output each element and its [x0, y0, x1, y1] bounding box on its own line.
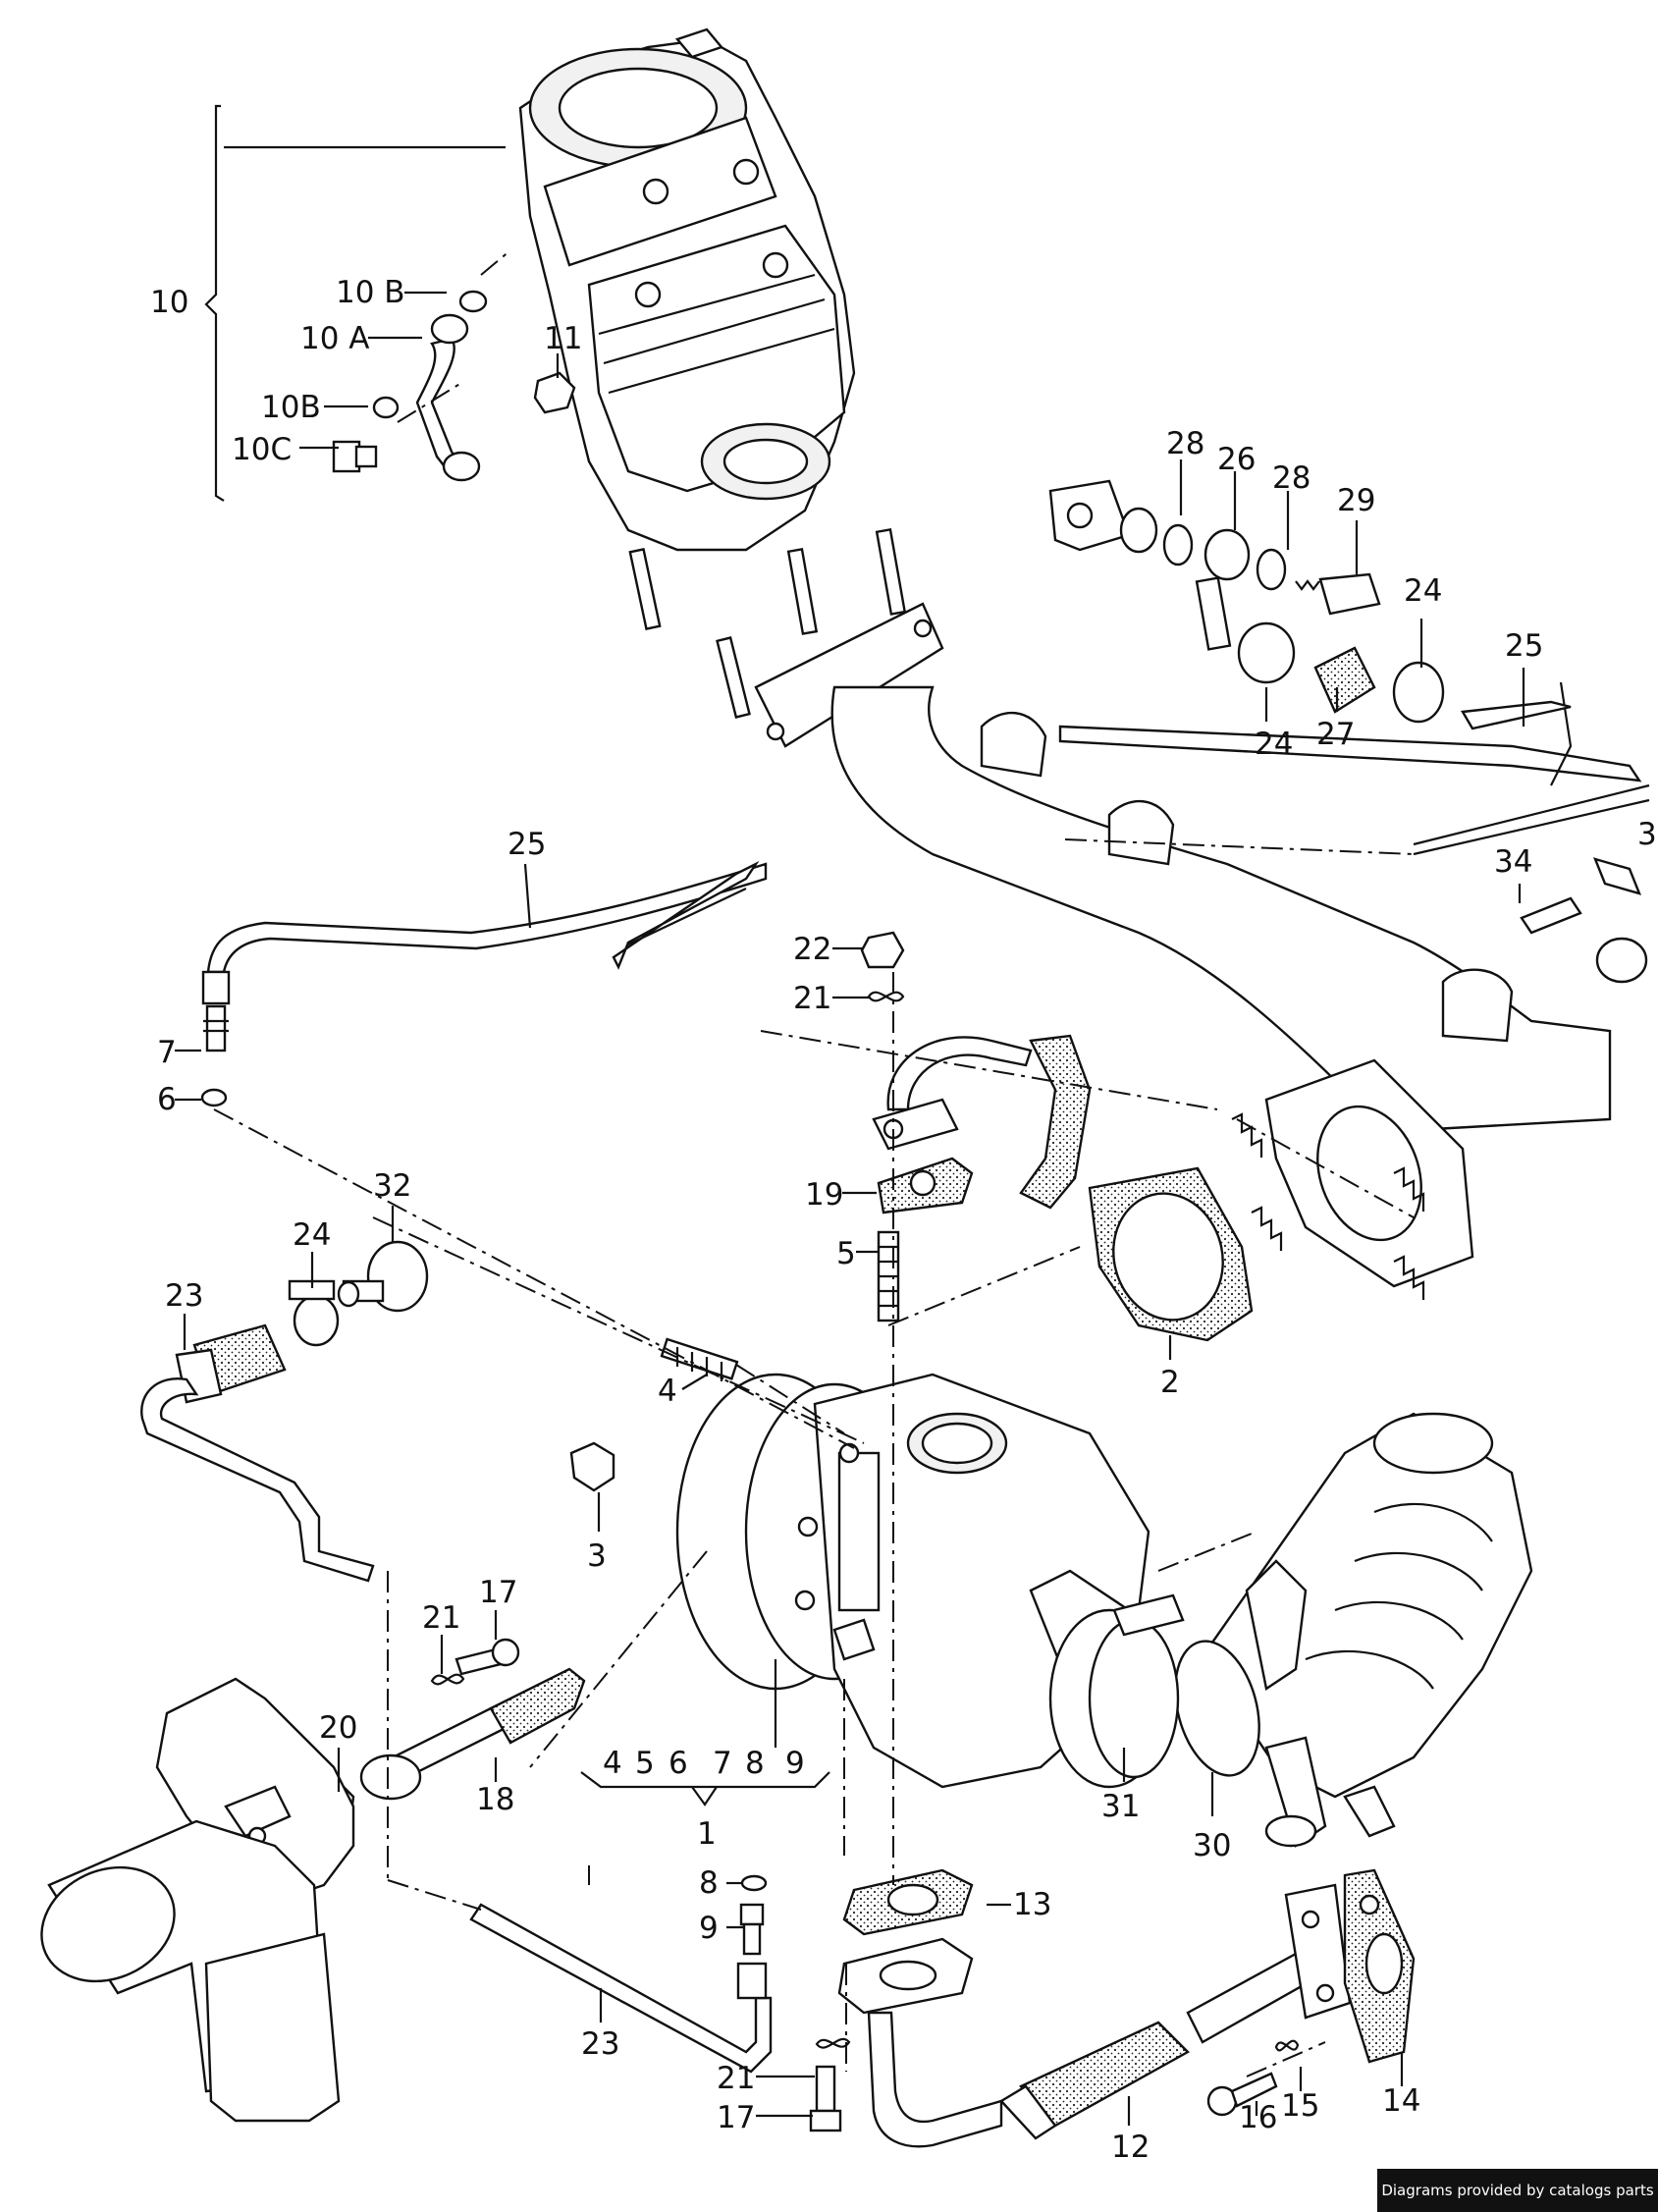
callout-14: 14	[1382, 2083, 1420, 2119]
oil-return-line	[872, 1034, 1092, 1210]
callout-24-c: 24	[293, 1217, 331, 1253]
hose-18	[359, 1667, 586, 1801]
gasket-19	[877, 1157, 974, 1214]
lock-plate-21	[867, 991, 905, 1002]
alignment-lines	[213, 249, 1415, 2077]
coolant-pipe-25-right	[1058, 681, 1650, 856]
callout-23-a: 23	[165, 1278, 203, 1314]
turbocharger-assembly-top	[518, 27, 944, 748]
bolt-17-bottom	[809, 2065, 842, 2132]
oil-filter-housing	[40, 1677, 355, 2123]
callout-12: 12	[1111, 2130, 1150, 2165]
callout-30: 30	[1193, 1828, 1231, 1863]
union-7	[201, 970, 231, 1052]
callout-10b-top: 10 B	[336, 275, 405, 310]
hose-clamp-31	[1088, 1593, 1185, 1779]
bolt-17	[455, 1638, 520, 1676]
seal-8	[740, 1874, 768, 1892]
callout-31: 31	[1101, 1789, 1140, 1824]
callout-26: 26	[1217, 442, 1256, 477]
group-9: 9	[785, 1746, 805, 1781]
callout-6-a: 6	[157, 1082, 177, 1117]
group-6: 6	[669, 1746, 688, 1781]
clamp-24-left	[288, 1279, 340, 1347]
gasket-2	[1088, 1166, 1254, 1342]
callout-20: 20	[319, 1710, 357, 1746]
callout-15: 15	[1281, 2088, 1319, 2124]
callout-10b-bottom: 10B	[261, 390, 321, 425]
callout-1: 1	[697, 1816, 717, 1852]
gasket-13	[842, 1868, 974, 1936]
gasket-14	[1343, 1868, 1416, 2064]
intake-hose-30	[1174, 1412, 1533, 1848]
seal-10b-top	[458, 290, 488, 313]
callout-28-b: 28	[1272, 460, 1310, 496]
callout-25-b: 25	[508, 827, 546, 862]
callout-18: 18	[476, 1782, 514, 1817]
seal-10b-bottom	[372, 396, 400, 419]
callout-5-a: 5	[836, 1236, 856, 1271]
callout-25-a: 25	[1505, 628, 1543, 664]
callout-labels: 10 10 B 10 A 10B 10C 11 28 26 28 29 24 2…	[150, 275, 1657, 2165]
callout-19: 19	[805, 1177, 843, 1213]
bolt-16	[1206, 2072, 1278, 2117]
callout-29: 29	[1337, 483, 1375, 518]
nut-22	[860, 931, 905, 969]
callout-28-a: 28	[1166, 426, 1204, 461]
lock-plate-21-bottom	[815, 2037, 851, 2049]
leader-lines	[175, 104, 1525, 2126]
diagram-credit: Diagrams provided by catalogs parts	[1377, 2169, 1658, 2212]
lock-plate-15	[1274, 2039, 1300, 2052]
callout-8-b: 8	[699, 1865, 719, 1901]
nut-3	[569, 1441, 615, 1492]
callout-10: 10	[150, 285, 188, 320]
stud-5	[877, 1230, 900, 1322]
bolt-34-clamp	[1520, 857, 1648, 984]
group-5: 5	[635, 1746, 655, 1781]
exhaust-manifold	[830, 685, 1612, 1300]
callout-27: 27	[1316, 717, 1355, 752]
callout-22: 22	[793, 932, 831, 967]
callout-17-a: 17	[479, 1575, 517, 1610]
callout-34: 34	[1494, 844, 1532, 880]
oil-feed-line-10a	[415, 313, 481, 482]
callout-24-b: 24	[1255, 727, 1293, 762]
callout-11: 11	[544, 321, 582, 356]
coolant-hose-23	[140, 1323, 375, 1583]
callout-2: 2	[1160, 1365, 1180, 1400]
lock-plate-21-mid	[430, 1673, 465, 1686]
callout-7-a: 7	[157, 1035, 177, 1070]
callout-17-b: 17	[717, 2100, 755, 2135]
callout-16: 16	[1239, 2100, 1277, 2135]
callout-32: 32	[373, 1168, 411, 1204]
union-9	[739, 1903, 765, 1956]
coolant-pipe-25	[206, 860, 768, 974]
group-4: 4	[603, 1746, 622, 1781]
callout-21-a: 21	[793, 981, 831, 1016]
group-8: 8	[745, 1746, 765, 1781]
callout-21-b: 21	[422, 1600, 460, 1636]
callout-23-b: 23	[581, 2026, 619, 2062]
callout-3-b: 3	[587, 1538, 607, 1574]
group-7: 7	[713, 1746, 732, 1781]
plug-32	[337, 1240, 429, 1313]
downpipe-12	[837, 1883, 1352, 2148]
callout-10c: 10C	[232, 432, 292, 467]
callout-9-b: 9	[699, 1911, 719, 1946]
callout-13: 13	[1013, 1887, 1051, 1922]
coolant-pipe-23-lower	[469, 1903, 773, 2074]
union-10c	[332, 440, 378, 473]
callout-24-a: 24	[1404, 573, 1442, 609]
callout-3-right: 3	[1637, 817, 1657, 852]
seal-6	[200, 1088, 228, 1107]
callout-4-a: 4	[658, 1374, 677, 1409]
banjo-union-assy	[1048, 479, 1445, 724]
nut-11	[533, 371, 576, 414]
callout-10a: 10 A	[300, 321, 370, 356]
callout-21-c: 21	[717, 2061, 755, 2096]
